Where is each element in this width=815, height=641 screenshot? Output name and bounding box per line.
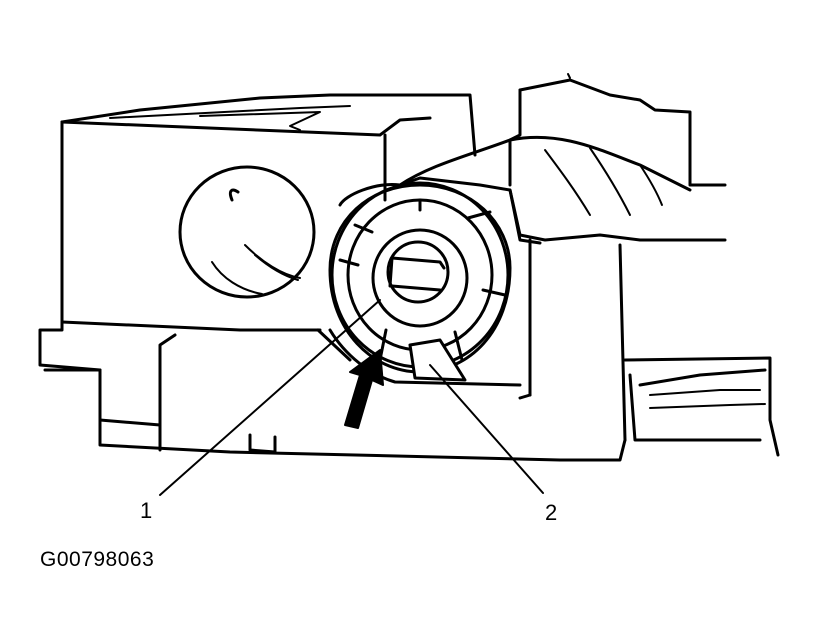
leader-lines [159,299,544,496]
direction-arrow-icon [344,349,384,429]
leader-line-1 [159,299,381,496]
center-hub [371,228,469,328]
shaft-housing [398,78,727,442]
leader-line-2 [429,364,544,494]
right-flange [623,356,780,457]
top-mark [567,73,571,79]
round-cover [178,165,316,299]
callout-label-1: 1 [140,498,153,523]
left-housing [38,93,627,462]
callout-label-2: 2 [545,500,558,525]
figure-id: G00798063 [40,548,155,571]
rotor-tab [408,338,467,382]
